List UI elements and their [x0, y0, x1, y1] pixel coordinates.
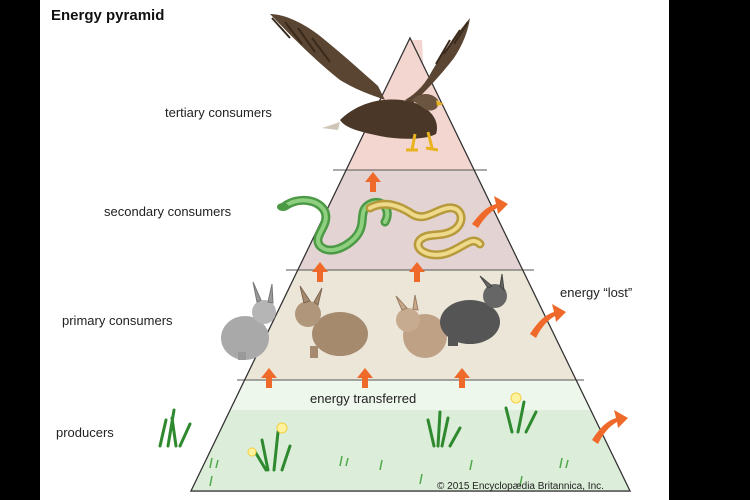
- rabbit-icon: [295, 285, 368, 358]
- rabbit-icon: [395, 294, 447, 358]
- arrow-curved-icon: [472, 196, 628, 444]
- rabbit-icon: [221, 281, 276, 360]
- label-secondary-consumers: secondary consumers: [104, 204, 232, 219]
- energy-pyramid-diagram: Energy pyramid tertiary consumers second…: [51, 7, 632, 492]
- label-tertiary-consumers: tertiary consumers: [165, 105, 272, 120]
- label-primary-consumers: primary consumers: [62, 313, 173, 328]
- dandelion-icon: [247, 392, 522, 457]
- energy-transferred-label: energy transferred: [310, 391, 416, 406]
- energy-lost-label: energy “lost”: [560, 285, 632, 300]
- diagram-title: Energy pyramid: [51, 7, 164, 24]
- diagram-frame: Energy pyramid tertiary consumers second…: [40, 0, 669, 500]
- copyright-credit: © 2015 Encyclopædia Britannica, Inc.: [437, 481, 604, 492]
- label-producers: producers: [56, 425, 114, 440]
- grass-icon: [158, 400, 538, 472]
- grass-icon: [209, 455, 569, 487]
- eagle-icon: [270, 14, 470, 152]
- snake-icon: [365, 199, 485, 260]
- rabbit-icon: [440, 273, 507, 346]
- arrow-up-icon: [261, 172, 470, 388]
